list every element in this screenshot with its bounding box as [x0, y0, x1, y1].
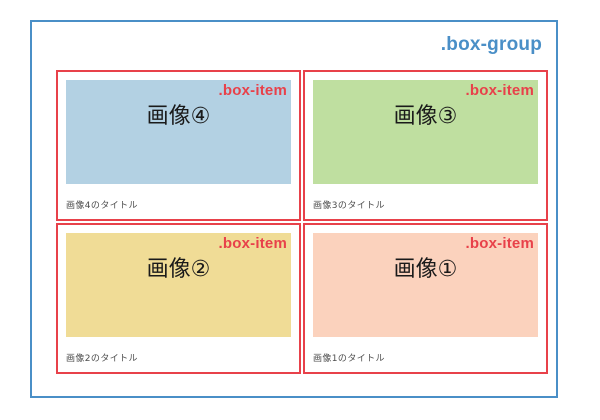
box-item-3-caption: 画像3のタイトル	[313, 201, 385, 211]
box-item-4-media: .box-item 画像④	[66, 80, 291, 184]
box-item-2-media: .box-item 画像②	[66, 233, 291, 337]
box-item-2[interactable]: .box-item 画像② 画像2のタイトル	[56, 223, 301, 374]
box-item-1-caption: 画像1のタイトル	[313, 354, 385, 364]
box-item-1[interactable]: .box-item 画像① 画像1のタイトル	[303, 223, 548, 374]
box-item-2-caption: 画像2のタイトル	[66, 354, 138, 364]
box-group-label: .box-group	[440, 34, 542, 55]
box-item-1-placeholder-text: 画像①	[393, 257, 458, 282]
box-item-4-placeholder-text: 画像④	[146, 104, 211, 129]
box-item-2-placeholder-text: 画像②	[146, 257, 211, 282]
box-item-grid: .box-item 画像④ 画像4のタイトル .box-item 画像③ 画像3…	[56, 70, 548, 374]
box-item-4[interactable]: .box-item 画像④ 画像4のタイトル	[56, 70, 301, 221]
box-item-4-caption: 画像4のタイトル	[66, 201, 138, 211]
box-item-3[interactable]: .box-item 画像③ 画像3のタイトル	[303, 70, 548, 221]
box-item-1-media: .box-item 画像①	[313, 233, 538, 337]
box-group-frame: .box-group .box-item 画像④ 画像4のタイトル .box-i…	[30, 20, 558, 398]
box-item-2-label: .box-item	[218, 235, 287, 252]
box-item-3-placeholder-text: 画像③	[393, 104, 458, 129]
box-item-1-label: .box-item	[465, 235, 534, 252]
box-item-3-label: .box-item	[465, 82, 534, 99]
box-item-3-media: .box-item 画像③	[313, 80, 538, 184]
box-item-4-label: .box-item	[218, 82, 287, 99]
